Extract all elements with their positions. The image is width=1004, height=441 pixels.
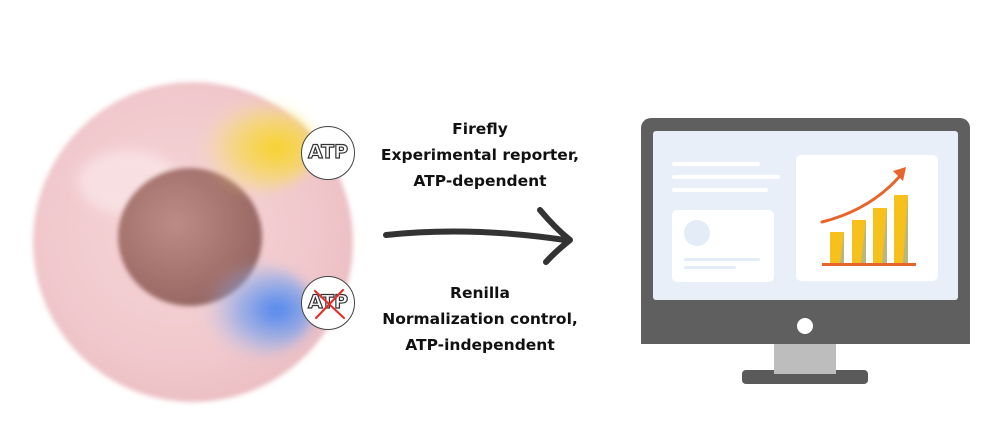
chart-baseline	[822, 263, 916, 266]
bar-chart-icon	[820, 167, 916, 266]
power-button	[797, 318, 813, 334]
firefly-glow	[185, 103, 315, 193]
text-line	[672, 162, 760, 166]
trend-arrow	[820, 174, 902, 224]
atp-badge-renilla: ATP	[301, 276, 355, 330]
bar	[830, 232, 844, 263]
atp-badge-firefly: ATP	[301, 126, 355, 180]
monitor-icon	[641, 118, 970, 384]
firefly-dependency: ATP-dependent	[413, 172, 547, 190]
renilla-name: Renilla	[450, 284, 510, 302]
avatar	[684, 220, 710, 246]
trend-arrow-head	[893, 167, 906, 181]
right-arrow-icon	[383, 207, 573, 265]
renilla-dependency: ATP-independent	[405, 336, 555, 354]
text-line	[684, 258, 760, 261]
renilla-role: Normalization control,	[382, 310, 578, 328]
renilla-label: Renilla Normalization control, ATP-indep…	[360, 280, 600, 358]
text-line	[684, 266, 736, 269]
text-line	[672, 175, 780, 179]
firefly-name: Firefly	[452, 120, 508, 138]
firefly-label: Firefly Experimental reporter, ATP-depen…	[360, 116, 600, 194]
monitor-stand-base	[742, 370, 868, 384]
firefly-role: Experimental reporter,	[380, 146, 580, 164]
renilla-glow	[190, 264, 314, 356]
text-line	[672, 188, 768, 192]
atp-label: ATP	[307, 140, 349, 163]
cell	[33, 82, 353, 402]
chart-card	[796, 155, 938, 281]
cross-icon	[313, 288, 346, 320]
profile-card	[672, 210, 774, 282]
